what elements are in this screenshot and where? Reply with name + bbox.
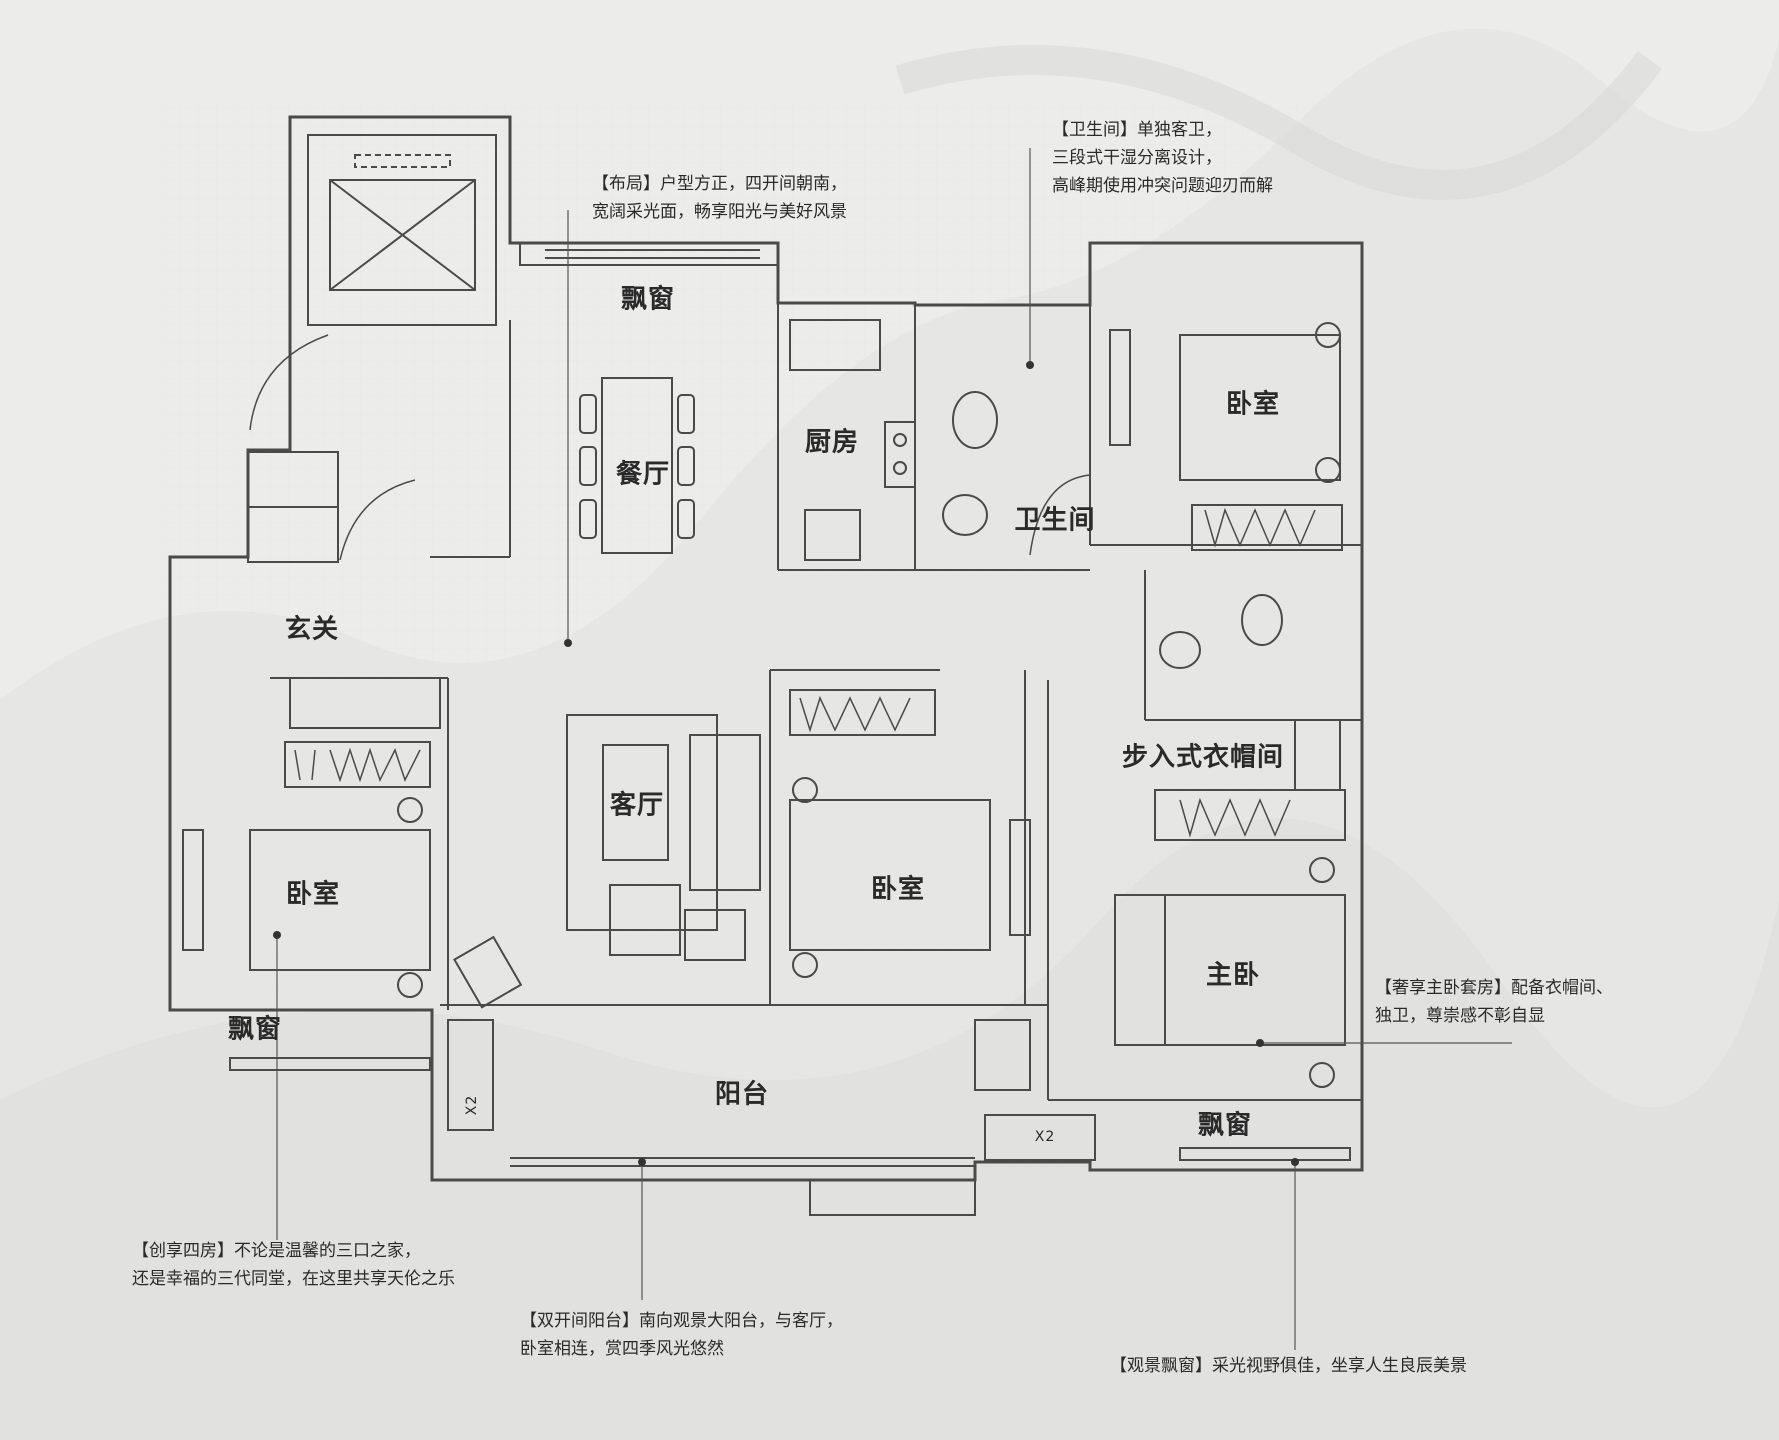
bathroom-fixtures [942,391,1283,669]
walkin-closet-fixtures [1154,719,1346,841]
room-label-balcony: 阳台 [714,1079,770,1110]
room-label-bathroom: 卫生间 [1014,505,1096,536]
note-balcony-line-2: 卧室相连，赏四季风光悠然 [520,1339,724,1359]
bedroom-w-furniture [182,677,441,998]
room-label-master: 主卧 [1205,960,1261,991]
kitchen-fixtures [789,319,916,561]
callout-lines [276,148,1512,1350]
note-layout-line-2: 宽阔采光面，畅享阳光与美好风景 [592,202,847,222]
note-master: 【奢享主卧套房】配备衣帽间、 独卫，尊崇感不彰自显 [1375,974,1613,1030]
note-four-rooms: 【创享四房】不论是温馨的三口之家， 还是幸福的三代同堂，在这里共享天伦之乐 [132,1237,455,1293]
dining-table [579,377,695,554]
note-layout-line-1: 【布局】户型方正，四开间朝南， [592,174,847,194]
note-bathroom: 【卫生间】单独客卫， 三段式干湿分离设计， 高峰期使用冲突问题迎刃而解 [1052,116,1273,200]
room-label-bedroom-ne: 卧室 [1225,389,1281,420]
entry-door [249,334,329,431]
callout-dots [273,361,1299,1166]
room-label-foyer: 玄关 [284,614,340,645]
bay-window-top [519,242,779,266]
master-furniture [1114,857,1346,1088]
room-label-living: 客厅 [609,790,665,821]
note-master-line-2: 独卫，尊崇感不彰自显 [1375,1006,1545,1026]
room-label-bedroom-w: 卧室 [285,879,341,910]
bedroom-mid-furniture [789,689,1031,978]
ac-unit-label-1: X2 [464,1094,480,1116]
note-bathroom-line-2: 三段式干湿分离设计， [1052,148,1222,168]
bedroom-ne-furniture [1109,322,1343,551]
note-four-rooms-line-2: 还是幸福的三代同堂，在这里共享天伦之乐 [132,1269,455,1289]
interior-walls [270,303,1362,1101]
note-bay-window: 【观景飘窗】采光视野俱佳，坐享人生良辰美景 [1110,1352,1467,1380]
room-label-dining: 餐厅 [615,459,671,490]
room-label-bay-e: 飘窗 [1197,1110,1253,1141]
balcony-and-windows [229,1019,1351,1216]
note-layout: 【布局】户型方正，四开间朝南， 宽阔采光面，畅享阳光与美好风景 [592,170,847,226]
note-bathroom-line-1: 【卫生间】单独客卫， [1052,120,1222,140]
room-label-bedroom-mid: 卧室 [870,874,926,905]
ac-unit-label-2: X2 [1034,1129,1056,1145]
note-bay-window-line-1: 【观景飘窗】采光视野俱佳，坐享人生良辰美景 [1110,1356,1467,1376]
living-furniture [453,714,761,1009]
room-label-walkin: 步入式衣帽间 [1121,742,1285,773]
outer-walls [168,115,1364,1182]
note-bathroom-line-3: 高峰期使用冲突问题迎刃而解 [1052,176,1273,196]
note-balcony-line-1: 【双开间阳台】南向观景大阳台，与客厅， [520,1311,843,1331]
note-four-rooms-line-1: 【创享四房】不论是温馨的三口之家， [132,1241,421,1261]
note-master-line-1: 【奢享主卧套房】配备衣帽间、 [1375,978,1613,998]
note-balcony: 【双开间阳台】南向观景大阳台，与客厅， 卧室相连，赏四季风光悠然 [520,1307,843,1363]
room-label-bay-top: 飘窗 [620,284,676,315]
room-label-kitchen: 厨房 [804,427,860,458]
room-label-bay-w: 飘窗 [227,1014,283,1045]
elevator-shaft [307,134,497,326]
